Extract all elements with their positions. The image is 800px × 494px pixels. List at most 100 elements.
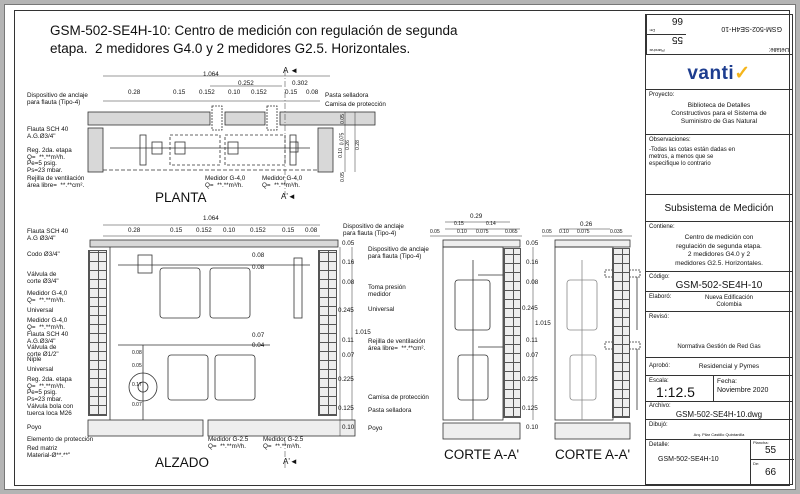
- label-valvula-corte: Válvula de corte Ø1/2": [27, 344, 59, 358]
- section-marker-a-prime: A'◄: [281, 192, 296, 201]
- tb-label: Revisó:: [649, 314, 670, 320]
- label-niple: Niple: [27, 356, 42, 363]
- label-universal: Universal: [368, 306, 395, 313]
- tb-fecha-value: Noviembre 2020: [717, 387, 769, 394]
- dim-label: 1.064: [203, 71, 219, 78]
- dim-label: 0.28: [128, 89, 141, 96]
- tb-label: Observaciones:: [649, 137, 691, 143]
- dim-label: 0.08: [252, 264, 265, 271]
- label-medidor: Medidor G-4,0 Q= **.**m³/h.: [27, 290, 68, 304]
- tb-label: Escala:: [649, 378, 669, 384]
- tb-top-de-label: De:: [649, 28, 656, 33]
- tb-detalle: Detalle: GSM-502-SE4H-10 Plancha: 55 De:…: [645, 440, 794, 485]
- dim-label: 0.152: [196, 227, 212, 234]
- dim-label: 0.28: [354, 140, 361, 150]
- tb-label: Dibujó:: [649, 422, 668, 428]
- brick-wall-corte-1: [503, 248, 521, 418]
- dim-label: 0.08: [526, 279, 539, 286]
- dim-label: 0.17: [132, 382, 142, 388]
- view-title-alzado: ALZADO: [155, 455, 210, 470]
- view-title-planta: PLANTA: [155, 190, 207, 205]
- dim-label: 0.05: [526, 240, 539, 247]
- dim-label: 0.05: [430, 229, 440, 235]
- label-flauta: Flauta SCH 40 A.G.Ø3/4": [27, 126, 69, 140]
- drawing-frame: [14, 10, 790, 486]
- label-camisa: Camisa de protección: [368, 394, 429, 401]
- tb-contiene-value: Centro de medición con regulación de seg…: [675, 234, 763, 267]
- dim-label: 0.26: [344, 140, 351, 150]
- planta-drawing: [87, 70, 376, 195]
- tb-label: Archivo:: [649, 403, 671, 409]
- tb-subsistema-value: Subsistema de Medición: [664, 203, 774, 214]
- tb-label: Aprobó:: [649, 363, 671, 369]
- label-anclaje: Dispositivo de anclaje para flauta (Tipo…: [27, 92, 88, 106]
- tb-label: Contiene:: [649, 224, 675, 230]
- tb-escala-value: 1:12.5: [656, 384, 695, 400]
- tb-top-de: 66: [671, 15, 683, 26]
- dim-label: 0.035: [610, 229, 623, 235]
- dim-label: 0.05: [339, 172, 346, 182]
- vanti-logo: vanti✓: [687, 63, 751, 84]
- dim-label: 0.252: [238, 80, 254, 87]
- dim-label: 0.08: [132, 350, 142, 356]
- tb-proyecto-value: Biblioteca de Detalles Constructivos par…: [671, 102, 767, 125]
- label-medidor-g25-1: Medidor G-2.5 Q= **.**m³/h.: [208, 436, 249, 450]
- label-camisa: Camisa de protección: [325, 101, 386, 108]
- tb-observaciones: Observaciones: -Todas las cotas están da…: [645, 135, 793, 195]
- label-medidor-g4-2: Medidor G-4,0 Q= **.**m³/h.: [262, 175, 303, 189]
- tb-label: Elaboró:: [649, 294, 672, 300]
- dim-label: 0.05: [132, 363, 142, 369]
- dim-label: 0.075: [577, 229, 590, 235]
- tb-top-plancha-label: Plancha:: [649, 48, 665, 53]
- dim-label: 0.10: [457, 229, 467, 235]
- tb-escala-fecha: Escala: 1:12.5 Fecha: Noviembre 2020: [645, 376, 793, 402]
- dim-label: 0.07: [132, 402, 142, 408]
- brick-wall-corte-2: [612, 248, 630, 418]
- drawing-title: GSM-502-SE4H-10: Centro de medición con …: [50, 23, 458, 56]
- dim-label: 0.08: [342, 279, 355, 286]
- label-red-matriz: Red matriz Material-Ø**.**": [27, 445, 71, 459]
- brick-wall-alzado-right: [318, 250, 337, 416]
- tb-elaboro-value: Nueva Edificación Colombia: [704, 295, 754, 308]
- dim-label: 0.05: [339, 114, 346, 124]
- tb-de-value: 66: [765, 467, 777, 478]
- dim-label: 0.10: [526, 424, 539, 431]
- tb-label: Fecha:: [717, 378, 737, 385]
- brick-wall-alzado-left: [88, 250, 107, 416]
- tb-top-plancha: 55: [671, 34, 683, 45]
- section-marker-a-prime: A'◄: [283, 457, 298, 466]
- dim-label: 0.225: [338, 376, 354, 383]
- tb-reviso-value: Normativa Gestión de Red Gas: [677, 344, 761, 350]
- tb-dibujo: Dibujó: Arq. Pilar Castillo Quintanilla: [645, 420, 793, 440]
- label-elemento-proteccion: Elemento de protección: [27, 436, 94, 443]
- label-flauta: Flauta SCH 40 A.G Ø3/4": [27, 228, 69, 242]
- dim-label: 0.225: [522, 376, 538, 383]
- tb-label: Plancha:: [753, 440, 769, 445]
- tb-detalle-value: GSM-502-SE4H-10: [658, 456, 719, 463]
- tb-subsistema: Subsistema de Medición: [645, 195, 793, 222]
- label-universal: Universal: [27, 307, 54, 314]
- tb-plancha-value: 55: [765, 445, 777, 456]
- view-title-corte-1: CORTE A-A': [444, 447, 520, 462]
- dim-label: 0.05: [342, 240, 355, 247]
- dim-label: 0.29: [470, 213, 483, 220]
- dim-label: 0.152: [251, 89, 267, 96]
- tb-label: Proyecto:: [649, 92, 675, 98]
- tb-dibujo-value: Arq. Pilar Castillo Quintanilla: [693, 432, 745, 437]
- corte-1-drawing: [430, 221, 534, 440]
- dim-label: 0.07: [342, 352, 355, 359]
- tb-codigo: Código: GSM-502-SE4H-10: [645, 272, 793, 292]
- dim-label: 0.07: [526, 352, 539, 359]
- label-anclaje: Dispositivo de anclaje para flauta (Tipo…: [368, 246, 429, 260]
- tb-top-rotated: 55 Plancha: 66 De: Detalle: GSM-502-SE4H…: [645, 14, 793, 55]
- label-medidor: Medidor G-4,0 Q= **.**m³/h.: [27, 317, 68, 331]
- label-valvula-corte: Válvula de corte Ø3/4": [27, 271, 59, 285]
- dim-label: 0.152: [250, 227, 266, 234]
- tb-label: Código:: [649, 274, 670, 280]
- dim-label: 0.08: [306, 89, 319, 96]
- label-codo: Codo Ø3/4": [27, 251, 60, 258]
- label-flauta: Flauta SCH 40 A.G.Ø3/4": [27, 331, 69, 345]
- checkmark-icon: ✓: [734, 63, 751, 84]
- tb-logo: vanti✓: [645, 55, 793, 90]
- tb-top-detalle: GSM-502-SE4H-10: [721, 25, 782, 32]
